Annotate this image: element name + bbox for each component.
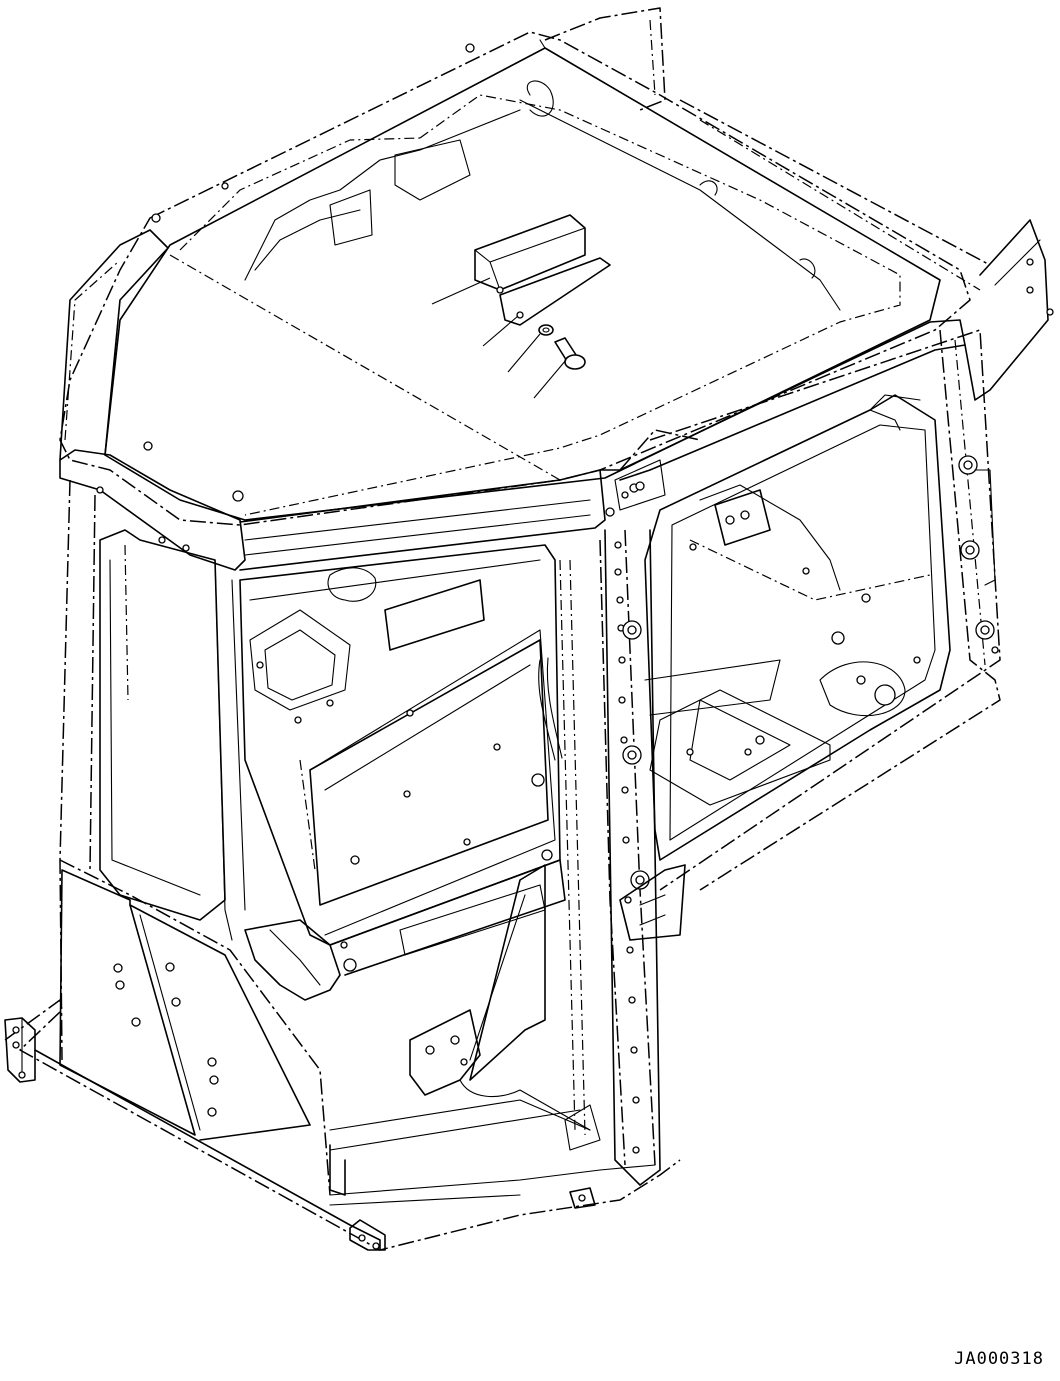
left-lower-panel xyxy=(59,859,331,1196)
rear-right-upper-corner xyxy=(614,429,701,511)
cab-roof-frame xyxy=(59,31,971,571)
wiring-harness xyxy=(244,80,841,311)
lower-interior-frame xyxy=(244,559,601,1196)
right-side-frame xyxy=(644,329,1001,891)
right-rear-pillar xyxy=(599,529,686,1186)
left-front-pillar xyxy=(59,479,246,1061)
rear-side-bracket xyxy=(679,99,1054,401)
bolt xyxy=(554,337,586,370)
rear-top-flap xyxy=(544,7,666,111)
leader-lines xyxy=(431,277,567,399)
washer xyxy=(538,324,554,336)
bracket-assembly xyxy=(474,214,611,326)
drawing-reference-id: JA000318 xyxy=(954,1349,1044,1369)
base-floor-frame xyxy=(4,999,681,1251)
